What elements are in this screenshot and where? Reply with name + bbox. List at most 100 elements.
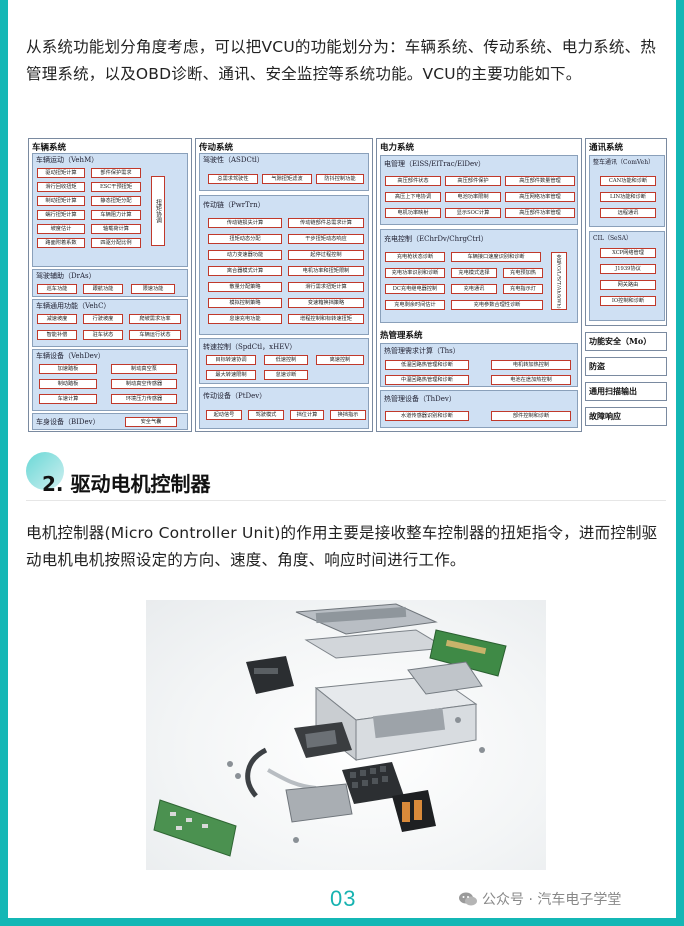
cell: 爬坡需求功率 (129, 314, 181, 324)
group-title: 车辆通用功能（VehC） (36, 302, 111, 310)
panel-title: 电力系统 (380, 143, 415, 153)
group-title: 转速控制（SpdCtl，xHEV） (203, 343, 297, 351)
cell: 中温回路热管理和诊断 (385, 375, 469, 385)
torque-coordination-cell: 扭矩协调 (151, 176, 165, 246)
group-title: 热管理需求计算（Ths） (384, 347, 460, 355)
group-title: 驾驶性（ASDCtl） (203, 156, 264, 164)
body-paragraph: 电机控制器(Micro Controller Unit)的作用主要是接收整车控制… (26, 524, 658, 569)
cell: 干步扭矩动态响应 (288, 234, 364, 244)
cell: 滑行回收扭矩 (37, 182, 85, 192)
cell: 驻车状态 (83, 330, 123, 340)
cell: 电池功率限制 (445, 192, 501, 202)
group-bidev: 车身设备（BIDev） 安全气囊 (32, 413, 188, 430)
cell: 制动踏板 (39, 379, 97, 389)
group-title: 充电控制（EChrDv/ChrgCtrl） (384, 235, 488, 243)
cell: 制动扭矩计算 (37, 196, 85, 206)
cell: 最大转速限制 (206, 370, 256, 380)
cell: 挡位计算 (290, 410, 324, 420)
cell: 电机功率映射 (385, 208, 441, 218)
cell: 动力变速器功能 (208, 250, 282, 260)
cell: 起动信号 (206, 410, 242, 420)
cell: 跟航功能 (83, 284, 123, 294)
cell: 离合器模式计算 (208, 266, 282, 276)
cell: 车辆接口速度识别和诊断 (451, 252, 541, 262)
panel-drivetrain: 传动系统 驾驶性（ASDCtl） 总需求驾驶性 气隙扭矩滤波 防抖控制功能 传动… (195, 138, 373, 432)
cell: 充电剩余时间估计 (385, 300, 445, 310)
group-asdctl: 驾驶性（ASDCtl） 总需求驾驶性 气隙扭矩滤波 防抖控制功能 (199, 153, 369, 191)
side-item-fault-response: 故障响应 (585, 407, 667, 426)
cell: 电池在途加热控制 (491, 375, 571, 385)
watermark-text: 公众号 · 汽车电子学堂 (482, 892, 622, 908)
section-title: 驱动电机控制器 (70, 472, 211, 496)
group-thdev: 热管理设备（ThDev） 水道传感器识别和诊断 部件控制和诊断 (380, 390, 578, 428)
cell: 静态扭矩分配 (91, 196, 141, 206)
cell: 高压网络功率管理 (505, 192, 575, 202)
panel-title: 通讯系统 (589, 143, 624, 153)
cell: 低速控制 (264, 355, 308, 365)
cell: 充电参数合理性诊断 (451, 300, 543, 310)
cell: 水道传感器识别和诊断 (385, 411, 469, 421)
side-item-anti-theft: 防盗 (585, 357, 667, 376)
group-title: 热管理设备（ThDev） (384, 395, 456, 403)
group-spdctl: 转速控制（SpdCtl，xHEV） 目标转速协调 低速控制 离速控制 最大转速限… (199, 338, 369, 384)
group-title: 车身设备（BIDev） (36, 418, 100, 426)
cell: 滑行需求扭矩计算 (288, 282, 364, 292)
cell: 电机功率和扭矩限制 (288, 266, 364, 276)
cell: 环境压力传感器 (111, 394, 177, 404)
cell: 行驶坡度 (83, 314, 123, 324)
intro-paragraph: 从系统功能划分角度考虑，可以把VCU的功能划分为：车辆系统、传动系统、电力系统、… (26, 38, 656, 83)
cell: 充电功率识别和诊断 (385, 268, 445, 278)
group-ptdev: 传动设备（PtDev） 起动信号 驾驶模式 挡位计算 换挡指示 (199, 387, 369, 429)
cell: 巡车功能 (37, 284, 77, 294)
cell: 目标转速协调 (206, 355, 256, 365)
cell: 车辆运行状态 (129, 330, 181, 340)
cell: 制动真空传感器 (111, 379, 177, 389)
heading-decoration-circle (26, 452, 64, 490)
panel-title: 车辆系统 (32, 143, 67, 153)
cell: 高压部件状态 (385, 176, 441, 186)
side-item-functional-safety: 功能安全（Mo） (585, 332, 667, 351)
heading-divider (26, 500, 666, 501)
controller-illustration (153, 603, 507, 857)
cell: 坡度估计 (37, 224, 85, 234)
cell: 充电预加热 (503, 268, 543, 278)
group-drvas: 驾驶辅助（DrAs） 巡车功能 跟航功能 限速功能 (32, 269, 188, 297)
cell: 高压部件保护 (445, 176, 501, 186)
group-comveh: 整车通讯（ComVeh） CAN功能和诊断 LIN功能和诊断 远程通讯 (589, 155, 665, 227)
cell: 路面附着系数 (37, 238, 85, 248)
cell: 加速踏板 (39, 364, 97, 374)
cell: 四驱分配比例 (91, 238, 141, 248)
group-elss: 电管理（ElSS/ElTrac/ElDev） 高压部件状态 高压部件保护 高压部… (380, 155, 578, 225)
cell: 蠕行扭矩计算 (37, 210, 85, 220)
cell: 车辆阻力计算 (91, 210, 141, 220)
cell: IO控制和诊断 (600, 296, 656, 306)
cell: 变速箱换挡策略 (288, 298, 364, 308)
cell: 模拟控制策略 (208, 298, 282, 308)
cell: 驾驶模式 (248, 410, 284, 420)
wechat-icon (459, 892, 477, 906)
cell: 驱动扭矩计算 (37, 168, 85, 178)
cell: 部件保护需求 (91, 168, 141, 178)
cell: 限速功能 (131, 284, 175, 294)
panel-vehicle-system: 车辆系统 车辆运动（VehM） 驱动扭矩计算 滑行回收扭矩 制动扭矩计算 蠕行扭… (28, 138, 192, 432)
cell: 智能补偿 (37, 330, 77, 340)
group-charging: 充电控制（EChrDv/ChrgCtrl） 充电枪状态诊断 车辆接口速度识别和诊… (380, 229, 578, 323)
cell: 高压部件数量管理 (505, 176, 575, 186)
cell: 起停过程控制 (288, 250, 364, 260)
thermal-title: 热管理系统 (380, 331, 423, 341)
panel-title: 传动系统 (199, 143, 234, 153)
cell: 传动链部件总需求计算 (288, 218, 364, 228)
cell: 充电通讯 (451, 284, 497, 294)
cell: 减速坡度 (37, 314, 77, 324)
cell: 低温回路热管理和诊断 (385, 360, 469, 370)
article-page: 从系统功能划分角度考虑，可以把VCU的功能划分为：车辆系统、传动系统、电力系统、… (8, 0, 676, 918)
group-title: 车辆运动（VehM） (36, 156, 99, 164)
cell: 车速计算 (39, 394, 97, 404)
cell: 充电指示灯 (503, 284, 543, 294)
panel-power-system: 电力系统 电管理（ElSS/ElTrac/ElDev） 高压部件状态 高压部件保… (376, 138, 582, 432)
cell: 安全气囊 (125, 417, 177, 427)
cell: CAN功能和诊断 (600, 176, 656, 186)
charging-params-cell: 充电(G/L/S/T/Ah/kWh) (551, 252, 567, 310)
cell: 总需求驾驶性 (208, 174, 258, 184)
cell: 部件控制和诊断 (491, 411, 571, 421)
